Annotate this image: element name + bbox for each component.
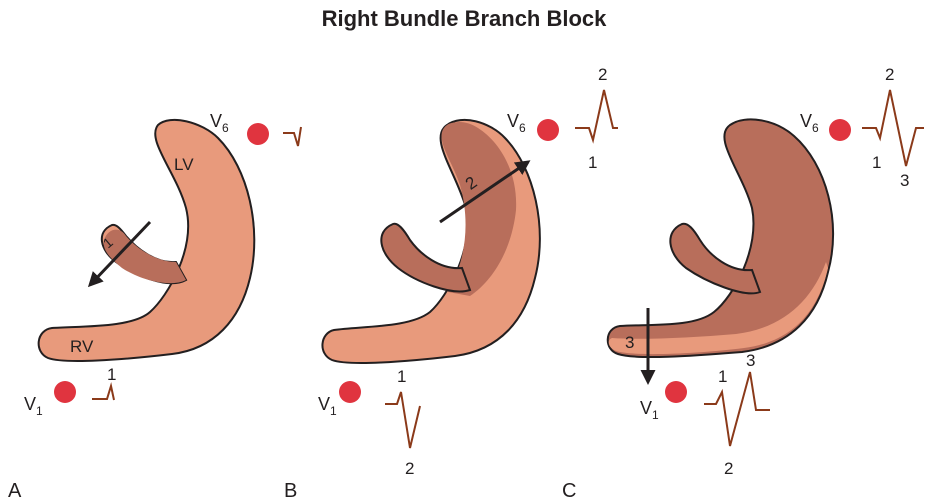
electrode-v6-c (829, 119, 851, 141)
v1-lead-a: V1 (24, 394, 43, 418)
septum-branch-b (380, 222, 472, 293)
electrode-v1-b (339, 381, 361, 403)
rv-label: RV (70, 337, 94, 356)
ecg-v6-a (283, 126, 302, 147)
v1-lead-c: V1 (640, 398, 659, 422)
panel-letter-c: C (562, 480, 576, 500)
vector-label-c: 3 (625, 333, 634, 352)
ecg-v1-b (385, 391, 421, 449)
rv-light-c (608, 262, 828, 355)
v6-wave-label-c-2: 2 (885, 65, 894, 84)
v6-lead-b: V6 (507, 111, 526, 135)
lv-label: LV (174, 155, 194, 174)
panel-b: 2 V6 2 1 V1 1 2 B (284, 65, 618, 500)
ecg-v1-c (704, 371, 770, 447)
heart-outline-a (37, 118, 256, 362)
panel-c: 3 V6 2 1 3 V1 1 3 2 C (562, 65, 924, 500)
panel-a: 1 LV RV V6 V1 1 A (8, 111, 302, 500)
v6-wave-label-c-3: 3 (900, 171, 909, 190)
heart-outline-c (606, 118, 835, 359)
ecg-v6-b (575, 89, 618, 144)
electrode-v1-c (665, 381, 687, 403)
panel-letter-a: A (8, 480, 22, 500)
septum-activated-a (103, 229, 186, 284)
v1-wave-label-c-3: 3 (746, 351, 755, 370)
vector-arrow-a (87, 220, 152, 288)
v1-wave-label-b-2: 2 (405, 459, 414, 478)
vector-arrow-b (439, 160, 531, 224)
ecg-v1-a (92, 382, 115, 401)
v1-lead-b: V1 (318, 394, 337, 418)
panel-letter-b: B (284, 480, 297, 500)
electrode-v1-a (54, 381, 76, 403)
v1-wave-label-c-2: 2 (724, 459, 733, 478)
v6-lead-a: V6 (210, 111, 229, 135)
electrode-v6-b (537, 119, 559, 141)
septum-branch-c (669, 222, 762, 295)
v6-wave-label-c-1: 1 (872, 153, 881, 172)
v6-wave-label-b-2: 2 (598, 65, 607, 84)
ecg-v6-c (862, 89, 924, 167)
lv-activated-core-b (444, 122, 517, 296)
v1-wave-label-b-1: 1 (397, 367, 406, 386)
v1-wave-label-a-1: 1 (107, 365, 116, 384)
v6-lead-c: V6 (800, 111, 819, 135)
figure-title: Right Bundle Branch Block (321, 6, 607, 31)
v6-wave-label-b-1: 1 (588, 153, 597, 172)
v1-wave-label-c-1: 1 (718, 367, 727, 386)
electrode-v6-a (247, 123, 269, 145)
